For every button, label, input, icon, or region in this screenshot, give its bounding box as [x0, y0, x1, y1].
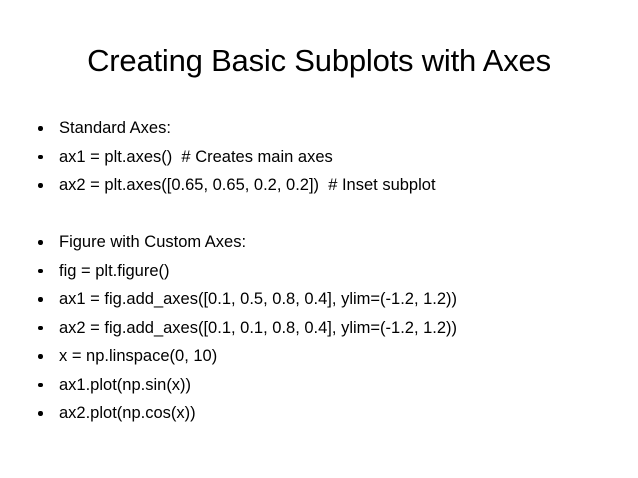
bullet-icon: [36, 285, 59, 314]
list-item: ax2 = plt.axes([0.65, 0.65, 0.2, 0.2]) #…: [36, 171, 638, 200]
blank-line: [36, 200, 638, 229]
slide-title: Creating Basic Subplots with Axes: [87, 43, 551, 78]
bullet-icon: [36, 257, 59, 286]
bullet-icon: [36, 314, 59, 343]
bullet-icon: [36, 114, 59, 143]
list-item: ax1.plot(np.sin(x)): [36, 371, 638, 400]
list-item: ax2.plot(np.cos(x)): [36, 399, 638, 428]
list-item-text: fig = plt.figure(): [59, 261, 170, 280]
list-item: ax1 = fig.add_axes([0.1, 0.5, 0.8, 0.4],…: [36, 285, 638, 314]
list-item-text: ax2 = plt.axes([0.65, 0.65, 0.2, 0.2]) #…: [59, 176, 436, 194]
list-item: fig = plt.figure(): [36, 257, 638, 286]
list-item: Figure with Custom Axes:: [36, 228, 638, 257]
list-item-text: x = np.linspace(0, 10): [59, 347, 218, 365]
list-item-text: Figure with Custom Axes:: [59, 233, 247, 251]
list-item-text: ax1 = fig.add_axes([0.1, 0.5, 0.8, 0.4],…: [59, 290, 458, 308]
bullet-icon: [36, 399, 59, 428]
bullet-icon: [36, 143, 59, 172]
bullet-icon: [36, 200, 59, 229]
list-item-text: ax2.plot(np.cos(x)): [59, 404, 196, 422]
bullet-icon: [36, 171, 59, 200]
list-item: x = np.linspace(0, 10): [36, 342, 638, 371]
bullet-list: Standard Axes: ax1 = plt.axes() # Creates…: [0, 114, 638, 428]
list-item: ax1 = plt.axes() # Creates main axes: [36, 143, 638, 172]
list-item-text: ax1 = plt.axes() # Creates main axes: [59, 147, 333, 166]
bullet-icon: [36, 228, 59, 257]
list-item: Standard Axes:: [36, 114, 638, 143]
bullet-icon: [36, 371, 59, 400]
bullet-icon: [36, 342, 59, 371]
list-item: ax2 = fig.add_axes([0.1, 0.1, 0.8, 0.4],…: [36, 314, 638, 343]
list-item-text: ax2 = fig.add_axes([0.1, 0.1, 0.8, 0.4],…: [59, 318, 458, 337]
list-item-text: Standard Axes:: [59, 119, 171, 137]
list-item-text: ax1.plot(np.sin(x)): [59, 375, 192, 394]
